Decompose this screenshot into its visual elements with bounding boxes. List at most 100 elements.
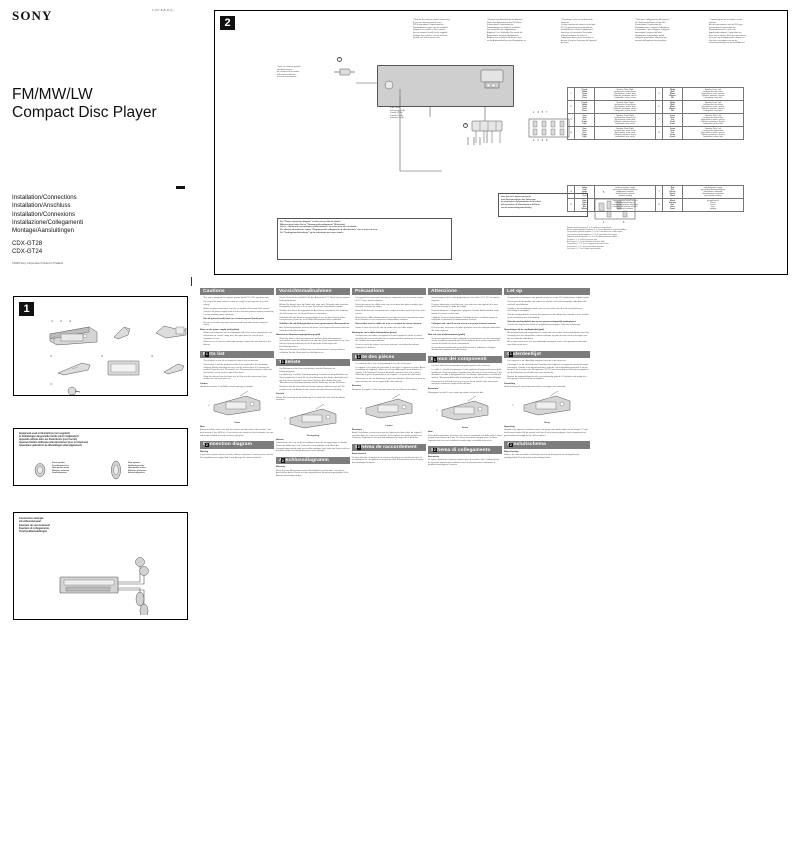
- tip-line-3: ISO (Organisation internationale de: [561, 26, 593, 29]
- tip-line-5: innanzitutto l'antenna dell'auto: [635, 31, 662, 34]
- list-item: Als er geen autocircuits zijn met voldoe…: [507, 341, 590, 346]
- tip-line-1: If your car antenna (aerial) is an: [413, 21, 442, 24]
- fuse-label-it: Fusibile (10 A): [390, 114, 403, 117]
- warning-text: Se l'auto è dotata di un'antenna elettri…: [428, 459, 500, 467]
- subtitle-de: Installation/Anschluss: [12, 202, 71, 210]
- section-badge: 2: [508, 442, 514, 448]
- tip-line-8: an die Antennenbuchse des Hauptgeräts an…: [487, 39, 527, 42]
- tip-line-6: adaptor, then connect it to the antenna: [413, 34, 448, 37]
- fuse-label-fr: Fusible (10 A): [390, 112, 403, 115]
- catch-callout-number: ④: [512, 404, 514, 407]
- list-item: Les numéros de la liste correspondent à …: [355, 363, 426, 366]
- pin-number: 1: [567, 87, 575, 101]
- note-line: Les positions 1, 2, 3 et 6 ne comportent…: [567, 243, 610, 246]
- subtitle-it: Installazione/Collegamenti: [12, 218, 84, 226]
- power-lead-notes-title: Notes on the power supply lead (yellow): [200, 328, 240, 331]
- cautions-bold: Sluit alle aardingskabels aan op een gem…: [507, 320, 577, 323]
- pin-number: 8: [655, 197, 663, 212]
- rear-speaker-nl: Achterluidspreker: [128, 472, 145, 474]
- equipment-heading-it: Apparecchiatura utilizzata nelle illustr…: [19, 442, 89, 445]
- list-item: When connecting this unit in combination…: [203, 332, 274, 340]
- list-item: Do not get the leads under a screw, or c…: [203, 301, 274, 306]
- list-item: La staffa 1 e l'anello di protezione 3 s…: [431, 369, 502, 380]
- tip-line-7: eerst aan op de bijgeleverde adapter en: [709, 37, 745, 40]
- parts-body-en: The numbers in the list are keyed to tho…: [200, 360, 274, 389]
- section-badge: 1: [356, 354, 362, 360]
- note-title: Note: [200, 425, 205, 428]
- note-title: Opmerking: [504, 425, 515, 428]
- subtitle-en: Installation/Connections: [12, 194, 77, 201]
- warning-title: Avertissement: [352, 453, 367, 456]
- tip-line-0: * Nota per il collegamento dell'antenna: [635, 19, 670, 21]
- see-power-note-nl: Zie "Voedingsaansluitschema" op de achte…: [280, 231, 344, 234]
- note-title: Nota: [428, 431, 433, 434]
- pin-8: 8: [546, 139, 551, 142]
- car-power-nl: van de autovoedingsaansluiting: [501, 206, 532, 209]
- power-lead-notes-list: Se questo apparecchio viene collegato in…: [428, 338, 502, 352]
- list-item: Connect the power supply leads 4 to the …: [203, 311, 274, 316]
- tip-line-8: sluit deze vervolgens aan op de: [709, 39, 738, 42]
- fuse-label-nl: Zekering (10 A): [390, 117, 404, 120]
- car-power-de: vom Stromanschluss des Fahrzeugs: [501, 198, 536, 201]
- bracket-catch-illustration: [213, 390, 261, 416]
- list-item: Dieses Gerät ist ausschließlich für den …: [279, 297, 350, 302]
- rear-speaker-en: Rear speaker: [128, 462, 141, 464]
- tip-line-1: l'antenne: [561, 21, 570, 24]
- parts-title: Onderdeellijst: [507, 351, 542, 357]
- front-speaker-it: Diffusore anteriore: [52, 469, 70, 472]
- note-body-nl: Opmerking Voordat u het apparaat install…: [504, 426, 590, 437]
- equipment-heading-nl: Apparatuur gebruikt in de afbeeldingen (…: [19, 445, 82, 448]
- warning-body-nl: Waarschuwing Indien u de antenne zonder …: [504, 451, 590, 460]
- caution-title: Attenzione: [428, 388, 439, 391]
- parts-list: De nummers in de afbeelding verwijzen na…: [504, 360, 590, 381]
- section-badge: 2: [432, 447, 438, 453]
- list-item: Branchez les câbles d'alimentation 4 sur…: [355, 317, 426, 322]
- note-line: Negative polarity positions 2, 4, 6, and…: [567, 227, 612, 229]
- tip-line-6: Autoantenne mit dem mitgelieferten: [487, 34, 519, 37]
- tip-line-9: principal.: [561, 42, 570, 45]
- pin-2: 2: [533, 139, 538, 142]
- tip-line-2: Si votre antenne de voiture est de type: [561, 24, 596, 27]
- section-badge: 1: [280, 360, 286, 365]
- cautions-list: This unit is designed for negative groun…: [200, 297, 274, 327]
- pin-5: 5: [541, 111, 547, 114]
- caution-body: Maneggiare la staffa 1 con cautela per e…: [428, 391, 484, 394]
- parts-title: Elenco dei componenti: [431, 357, 487, 363]
- bracket-catch-figure-en: Catch ④: [200, 390, 274, 424]
- pin-numbers-bottom: 2468: [533, 139, 550, 142]
- antenna-note-nl: van een auto-antenne: [277, 76, 297, 79]
- list-item: Schließen Sie alle Erdungskabel an einen…: [279, 323, 350, 326]
- caution-body: Gehen Sie vorsichtig mit der Halterung 1…: [276, 396, 345, 402]
- note-title: Remarque: [352, 428, 363, 431]
- cautions-bold: Collegare tutti i cavi di messa a terra …: [431, 323, 497, 326]
- subtitle-nl: Montage/Aansluitingen: [12, 227, 74, 235]
- list-item: Schalten Sie, bevor Sie irgendwelche Ans…: [279, 310, 350, 315]
- parts-list: The numbers in the list are keyed to tho…: [200, 360, 274, 381]
- tip-line-3: Standardization), utilizzare l'adattator…: [635, 26, 669, 29]
- list-item: Collegare tutti i cavi di messa a terra …: [431, 323, 502, 326]
- connection-example-nl: Voorbeeldaansluitingen: [19, 530, 48, 534]
- rear-speaker-icon: [111, 460, 121, 480]
- tip-line-1: Wenn Ihre Autoantenne den ISO-Norm: [487, 21, 522, 24]
- tip-line-7: Adapter und schließen Sie diesen dann: [487, 37, 522, 40]
- part-label-3: ③: [69, 320, 72, 323]
- tip-line-6: all'adattatore in dotazione, quindi: [635, 34, 665, 37]
- power-lead-notes-list: Als dit apparaat wordt aangesloten in co…: [504, 332, 590, 346]
- part-label-4: ④: [50, 355, 53, 358]
- pin-number: 4: [567, 185, 575, 199]
- list-item: Sluit alle aardingskabels aan op een gem…: [507, 321, 590, 324]
- list-item: Le support 1 et la gaine de protection 3…: [355, 367, 426, 378]
- parts-badge: 1: [19, 302, 34, 316]
